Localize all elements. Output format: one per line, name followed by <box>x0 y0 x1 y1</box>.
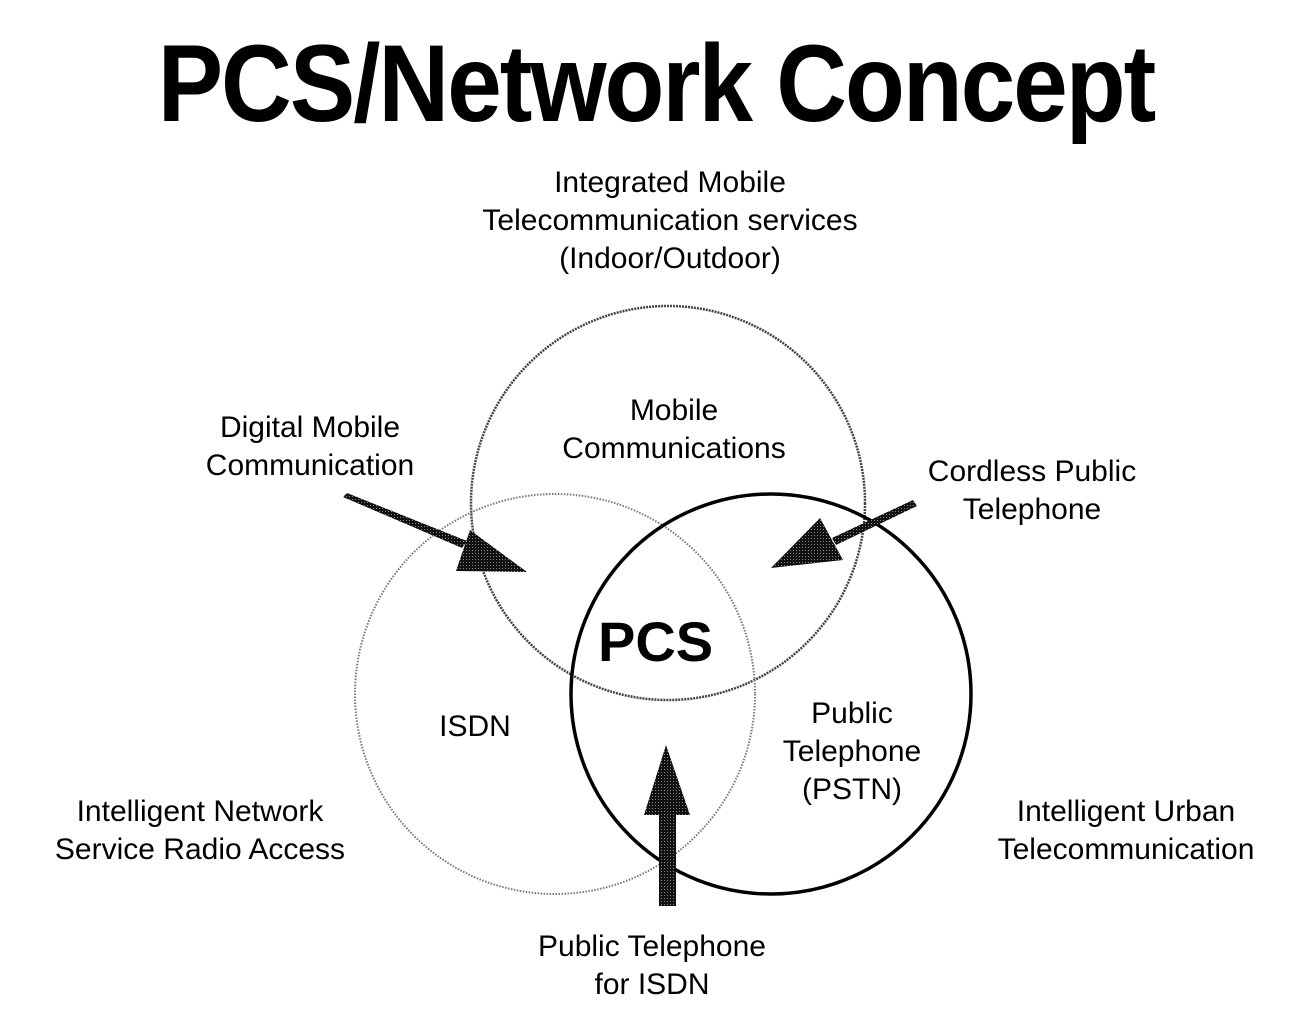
digital-mobile-arrow-head <box>456 530 527 572</box>
label-digital-mobile: Digital Mobile Communication <box>205 411 415 482</box>
label-intelligent-network: Intelligent Network Service Radio Access <box>54 795 346 866</box>
circle-isdn <box>354 493 756 895</box>
isdn-phone-arrow-head <box>644 745 690 815</box>
label-cordless-public-telephone: Cordless Public Telephone <box>927 455 1137 526</box>
isdn-phone-arrow <box>644 745 690 906</box>
label-mobile-communications: Mobile Communications <box>562 394 786 465</box>
circle-pstn <box>569 492 973 896</box>
pcs-center-label: PCS <box>598 610 714 673</box>
label-integrated-mobile: Integrated Mobile Telecommunication serv… <box>482 166 858 275</box>
label-intelligent-urban: Intelligent Urban Telecommunication <box>997 795 1255 866</box>
cordless-arrow-shaft <box>832 500 917 545</box>
digital-mobile-arrow-shaft <box>343 493 467 548</box>
cordless-arrow-head <box>771 518 843 568</box>
digital-mobile-arrow <box>343 493 527 572</box>
cordless-arrow <box>771 500 917 568</box>
page-title: PCS/Network Concept <box>157 21 1157 145</box>
label-pstn: Public Telephone (PSTN) <box>782 697 922 806</box>
label-public-telephone-isdn: Public Telephone for ISDN <box>538 930 766 1001</box>
label-isdn: ISDN <box>439 710 511 743</box>
circle-mobile-communications <box>469 304 867 702</box>
isdn-phone-arrow-shaft <box>659 814 676 906</box>
